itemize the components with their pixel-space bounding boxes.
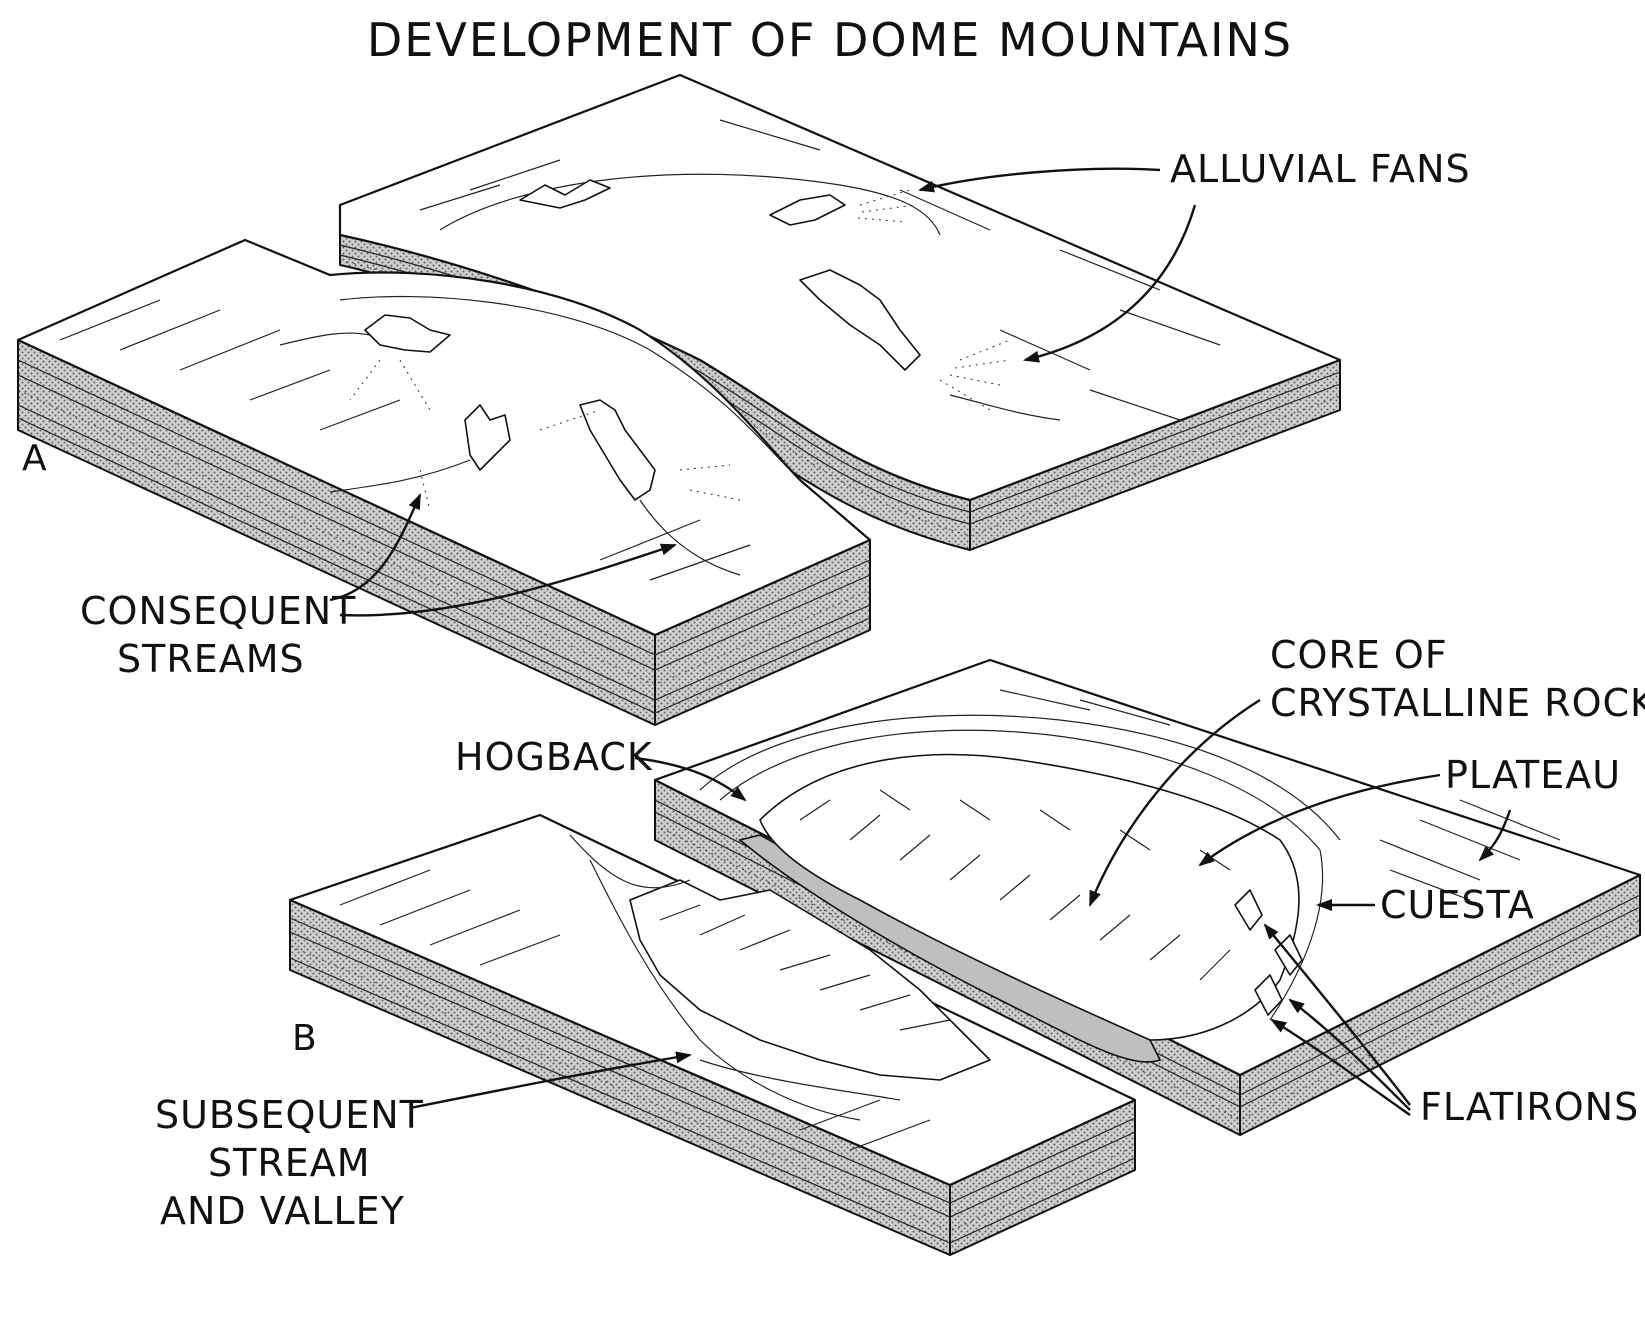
arrow-flatirons-1 — [1263, 923, 1411, 1106]
arrow-alluvial-fans-1 — [918, 167, 1161, 193]
block-a-back-erosion-3 — [799, 269, 921, 371]
panel-label-a: A — [22, 438, 47, 479]
arrow-alluvial-fans-2 — [1023, 204, 1197, 363]
consequent-stream-2 — [329, 459, 471, 493]
block-a-back-erosion-2 — [769, 194, 846, 226]
label-consequent-streams-line-1: CONSEQUENT — [80, 589, 356, 633]
crystalline-core — [759, 753, 1300, 1041]
flatiron-3 — [1254, 974, 1283, 1016]
block-a-front-dome-outline — [339, 295, 791, 471]
block-b-front — [288, 813, 1137, 1256]
arrow-plateau-2 — [1478, 809, 1512, 862]
consequent-stream-3 — [639, 499, 741, 576]
block-a-front-top — [16, 238, 872, 637]
label-alluvial-fans: ALLUVIAL FANS — [1170, 147, 1471, 191]
label-flatirons: FLATIRONS — [1420, 1085, 1639, 1129]
block-a-front-erosion-1 — [364, 314, 451, 353]
arrow-consequent-streams-1 — [329, 493, 422, 602]
arrow-core — [1088, 698, 1261, 907]
label-plateau: PLATEAU — [1445, 753, 1621, 797]
label-core-line-1: CORE OF — [1270, 633, 1448, 677]
block-a-front — [16, 238, 872, 726]
arrow-consequent-streams-2 — [339, 543, 677, 617]
arrow-hogback — [634, 756, 747, 802]
block-a-back-dome-outline — [439, 173, 941, 236]
panel-label-b: B — [292, 1018, 317, 1059]
label-consequent-streams-line-2: STREAMS — [117, 637, 305, 681]
label-hogback: HOGBACK — [455, 735, 653, 779]
label-subsequent-line-1: SUBSEQUENT — [155, 1093, 424, 1137]
label-subsequent-line-2: STREAM — [208, 1141, 371, 1185]
block-b-back — [653, 658, 1642, 1136]
label-core-line-2: CRYSTALLINE ROCK — [1270, 681, 1645, 725]
block-a-front-erosion-3 — [579, 399, 656, 501]
consequent-stream-1 — [279, 332, 371, 346]
hogback-ridge — [699, 714, 1341, 841]
arrow-plateau-1 — [1198, 773, 1441, 867]
label-subsequent-line-3: AND VALLEY — [160, 1189, 405, 1233]
arrow-flatirons-3 — [1270, 1018, 1411, 1116]
flatiron-1 — [1234, 889, 1263, 931]
block-a-back-erosion-1 — [519, 179, 611, 209]
label-cuesta: CUESTA — [1380, 883, 1535, 927]
arrow-flatirons-2 — [1288, 998, 1411, 1111]
arrow-subsequent — [409, 1051, 692, 1110]
subsequent-stream — [589, 859, 861, 1121]
cuesta-ridge — [719, 729, 1324, 1021]
diagram-title: DEVELOPMENT OF DOME MOUNTAINS — [367, 13, 1293, 67]
block-a-front-erosion-2 — [464, 404, 511, 471]
